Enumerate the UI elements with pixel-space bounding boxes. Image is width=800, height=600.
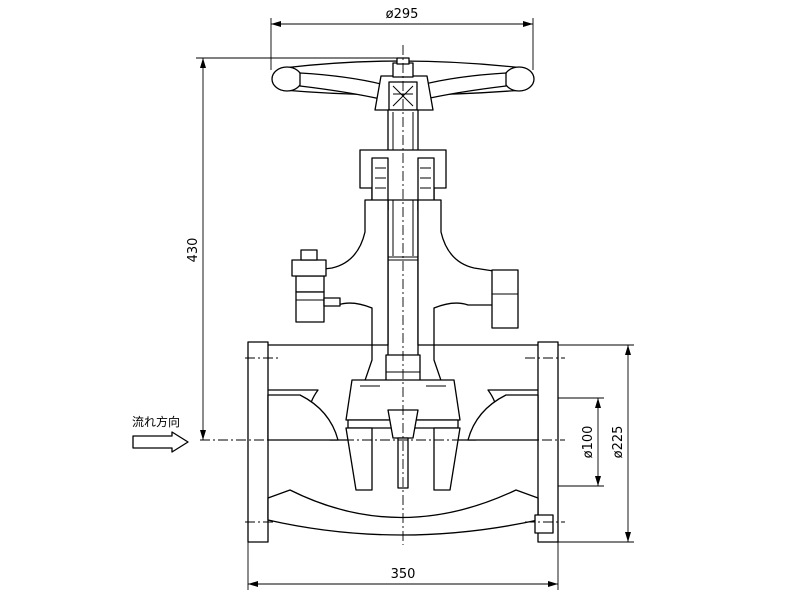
- dimension-overall-height: 430: [186, 57, 398, 440]
- face-to-face-label: 350: [391, 567, 416, 582]
- flow-direction-label: 流れ方向: [132, 414, 180, 429]
- flow-direction-indicator: 流れ方向: [132, 414, 189, 453]
- dimension-port-diameter: ø100: [558, 397, 604, 487]
- port-diameter-label: ø100: [581, 426, 596, 459]
- bolt-circle-label: ø225: [611, 426, 626, 459]
- dimension-handwheel: ø295: [270, 7, 534, 70]
- valve-body: [247, 341, 559, 543]
- overall-height-label: 430: [186, 238, 201, 263]
- dimension-face-to-face: 350: [247, 542, 559, 590]
- flow-arrow-icon: [132, 431, 189, 453]
- center-lines: [200, 45, 565, 545]
- handwheel-diameter-label: ø295: [386, 7, 419, 22]
- bonnet: [291, 199, 519, 346]
- dimension-bolt-circle: ø225: [558, 344, 634, 543]
